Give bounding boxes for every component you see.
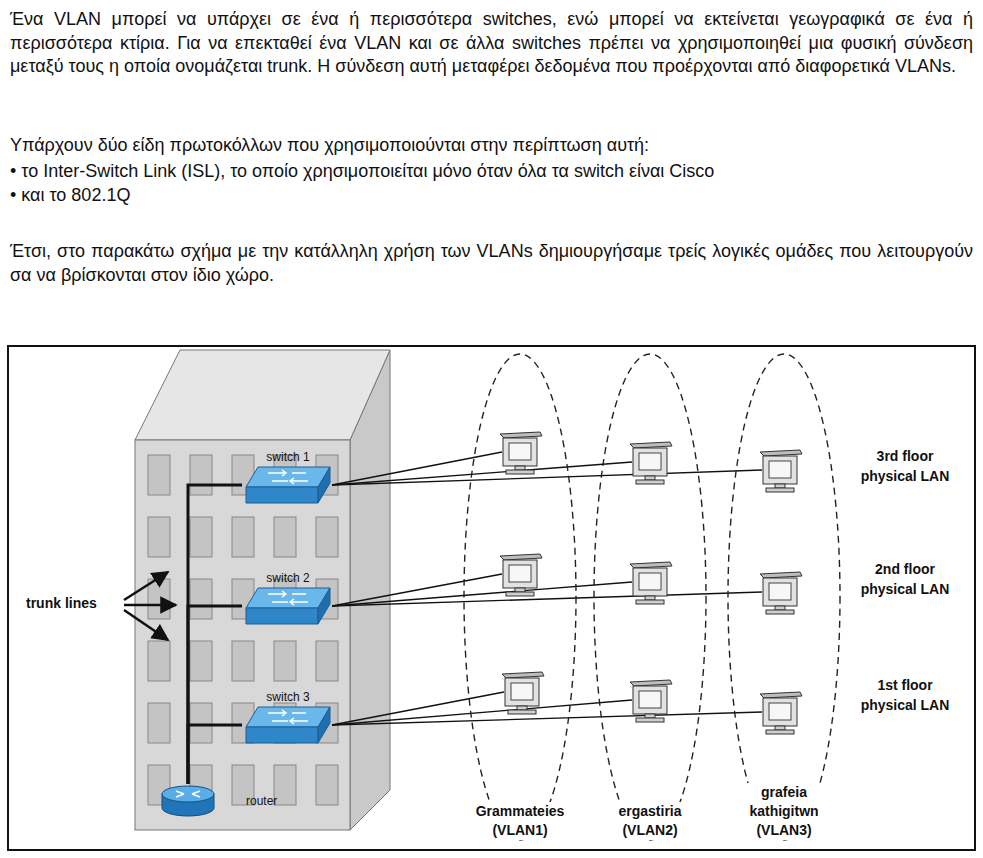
vlan-label: (VLAN1) <box>490 821 549 840</box>
paragraph: Έτσι, στο παρακάτω σχήμα με την κατάλληλ… <box>10 240 973 287</box>
window <box>148 641 170 681</box>
computer-icon <box>502 672 544 714</box>
lan-wire <box>332 462 632 485</box>
window <box>232 641 254 681</box>
switch-node: switch 3 <box>242 689 334 745</box>
lan-wire <box>332 700 632 725</box>
window <box>190 579 212 619</box>
vlan-label: (VLAN2) <box>620 821 679 840</box>
trunk-line <box>188 606 242 784</box>
switch-node: switch 2 <box>242 570 334 626</box>
floor-label: physical LAN <box>842 467 968 486</box>
vlan-group: grafeia kathigitwn(VLAN3) <box>726 352 842 842</box>
switch-icon <box>244 465 332 505</box>
figure-frame <box>8 346 975 850</box>
computers <box>500 432 802 734</box>
computer-icon <box>630 442 672 484</box>
vlan-group: Grammateies(VLAN1) <box>462 352 578 842</box>
switch-label: switch 3 <box>266 689 309 705</box>
vlan-outline <box>462 352 578 842</box>
vlan-label: ergastiria <box>616 802 683 821</box>
lan-wire <box>332 470 762 485</box>
floor-label: 2nd floor <box>842 560 968 579</box>
window <box>190 641 212 681</box>
window <box>190 455 212 495</box>
trunk-pointers <box>124 572 176 640</box>
lan-wires <box>332 452 762 725</box>
window <box>148 517 170 557</box>
paragraph: Υπάρχουν δύο είδη πρωτοκόλλων που χρησιμ… <box>10 134 973 158</box>
window <box>190 517 212 557</box>
computer-icon <box>500 554 542 596</box>
switch-icon <box>244 586 332 626</box>
trunk-line <box>188 725 242 784</box>
computer-icon <box>630 680 672 722</box>
bullet-item: • το Inter-Switch Link (ISL), το οποίο χ… <box>10 160 973 184</box>
building <box>135 350 390 830</box>
vlan-label: (VLAN3) <box>754 821 813 840</box>
floor-label: physical LAN <box>842 696 968 715</box>
router-icon <box>160 784 216 818</box>
vlan-label: Grammateies <box>474 802 567 821</box>
lan-wire <box>332 582 632 606</box>
floor-label: 1st floor <box>842 676 968 695</box>
window <box>274 517 296 557</box>
paragraph: Ένα VLAN μπορεί να υπάρχει σε ένα ή περι… <box>10 8 973 79</box>
window <box>190 703 212 743</box>
computer-icon <box>760 692 802 734</box>
trunk-line <box>188 485 242 784</box>
switch-label: switch 2 <box>266 570 309 586</box>
window <box>316 765 338 805</box>
computer-icon <box>760 572 802 614</box>
floor-label: 3rd floor <box>842 447 968 466</box>
window <box>316 517 338 557</box>
window <box>148 703 170 743</box>
vlan-outline <box>592 352 708 842</box>
switch-label: switch 1 <box>266 449 309 465</box>
switch-node: switch 1 <box>242 449 334 505</box>
vlan-label: grafeia kathigitwn <box>747 783 820 821</box>
window <box>274 641 296 681</box>
window <box>148 455 170 495</box>
router-node: router <box>160 784 277 818</box>
floor-label: physical LAN <box>842 580 968 599</box>
window <box>316 641 338 681</box>
trunk-label: trunk lines <box>26 594 97 613</box>
router-label: router <box>246 794 277 808</box>
computer-icon <box>500 432 542 474</box>
switch-icon <box>244 705 332 745</box>
computer-icon <box>760 450 802 492</box>
computer-icon <box>630 562 672 604</box>
vlan-group: ergastiria(VLAN2) <box>592 352 708 842</box>
vlan-outline <box>726 352 842 842</box>
bullet-item: • και το 802.1Q <box>10 184 973 208</box>
lan-wire <box>332 592 762 606</box>
window <box>148 579 170 619</box>
window <box>232 517 254 557</box>
